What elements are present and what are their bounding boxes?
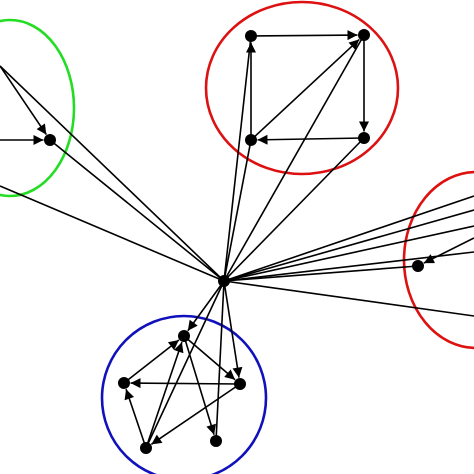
edge-red-br-to-red-bl [257, 134, 365, 145]
edge-blue-bl-to-blue-left [124, 388, 147, 449]
edge-hub-to-red-bl [223, 139, 252, 282]
node-red-tl [245, 30, 257, 42]
node-hub [218, 275, 230, 287]
edge-hub-to-right-d [223, 251, 474, 282]
edge-hub-to-blue-top [187, 280, 225, 332]
cluster-green [0, 18, 76, 198]
edge-hub-to-blue-bl [145, 280, 225, 449]
edge-hub-to-right-a [223, 195, 474, 282]
node-blue-br [210, 435, 222, 447]
edge-hub-to-blue-right [223, 280, 243, 378]
edge-blue-right-to-blue-bl [150, 383, 241, 446]
edge-hub-to-green-in [0, 65, 225, 282]
node-red-bl [245, 134, 257, 146]
edge-red-bl-to-red-tr [250, 38, 360, 141]
node-blue-top [178, 330, 190, 342]
edge-hub-to-blue-br [215, 280, 225, 442]
node-blue-left [118, 377, 130, 389]
edge-hub-to-red-tl [223, 35, 252, 282]
edge-blue-top-to-blue-right [183, 335, 236, 381]
edge-blue-bl-to-blue-top [145, 341, 184, 449]
edge-red-tl-to-red-tr [250, 30, 358, 41]
node-red-tr [358, 29, 370, 41]
cluster-red-top [204, 0, 400, 176]
node-green-1 [44, 134, 56, 146]
edge-blue-top-to-blue-br [183, 335, 216, 436]
edge-hub-to-right-1 [223, 265, 419, 282]
node-red-br [358, 132, 370, 144]
edge-blue-left-to-blue-top [123, 339, 180, 384]
edge-hub-to-red-br [223, 137, 365, 282]
edge-hub-to-green-1 [49, 139, 225, 282]
edge-hub-to-right-b [223, 209, 474, 282]
node-layer [44, 29, 424, 454]
edge-blue-right-to-blue-left [130, 378, 241, 389]
node-right-1 [412, 260, 424, 272]
edge-hub-to-red-tr [223, 34, 365, 282]
edge-hub-to-green-low [0, 185, 225, 282]
edge-hub-to-right-e [223, 280, 474, 317]
cluster-blue [100, 314, 268, 474]
edge-green-in-to-green-1 [0, 65, 48, 136]
node-blue-bl [140, 442, 152, 454]
cluster-red-right [402, 170, 474, 350]
edge-layer [0, 30, 474, 449]
node-blue-right [234, 378, 246, 390]
edge-hub-to-right-c [223, 225, 474, 282]
edge-right-in-to-right-1 [423, 237, 474, 264]
